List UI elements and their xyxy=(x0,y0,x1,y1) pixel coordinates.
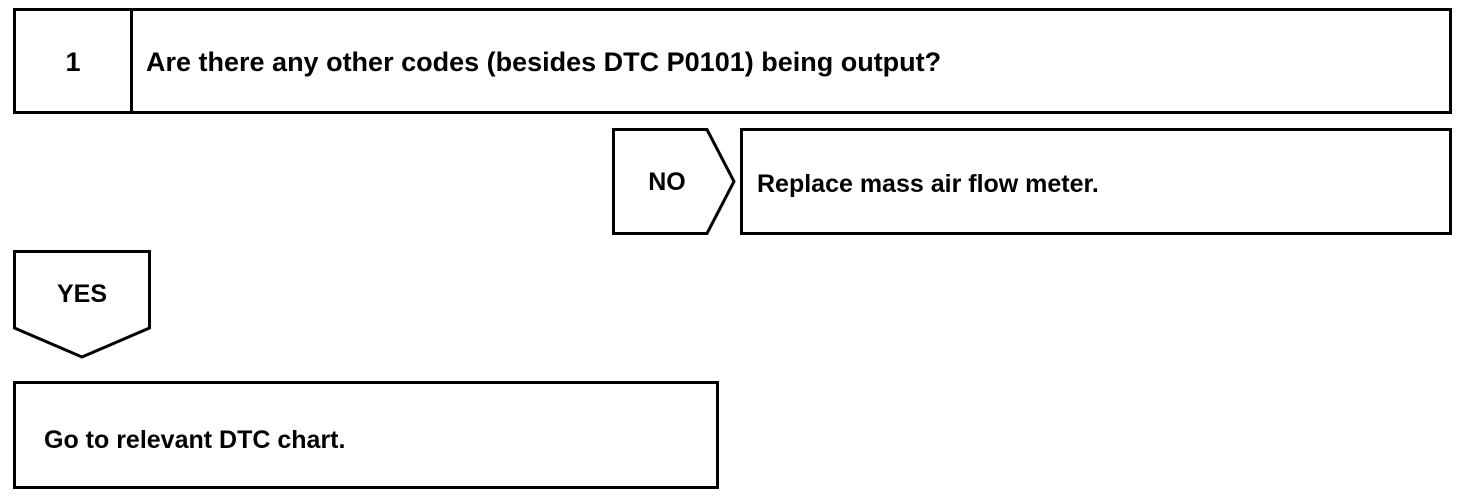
step-question-box: 1 Are there any other codes (besides DTC… xyxy=(13,8,1452,114)
no-branch-action-box: Replace mass air flow meter. xyxy=(740,128,1452,235)
no-branch-action-text: Replace mass air flow meter. xyxy=(757,170,1099,198)
no-tag-outline xyxy=(612,128,736,235)
yes-branch-action-box: Go to relevant DTC chart. xyxy=(13,381,719,489)
yes-branch-label: YES xyxy=(56,280,108,308)
step-number: 1 xyxy=(65,47,81,77)
step-number-divider xyxy=(130,11,133,111)
yes-tag-outline xyxy=(13,250,151,359)
step-question-text: Are there any other codes (besides DTC P… xyxy=(146,47,942,77)
yes-branch-arrow-tag xyxy=(13,250,151,359)
no-branch-arrow-tag xyxy=(612,128,736,235)
no-branch-label: NO xyxy=(648,168,686,196)
yes-branch-action-text: Go to relevant DTC chart. xyxy=(44,426,346,454)
